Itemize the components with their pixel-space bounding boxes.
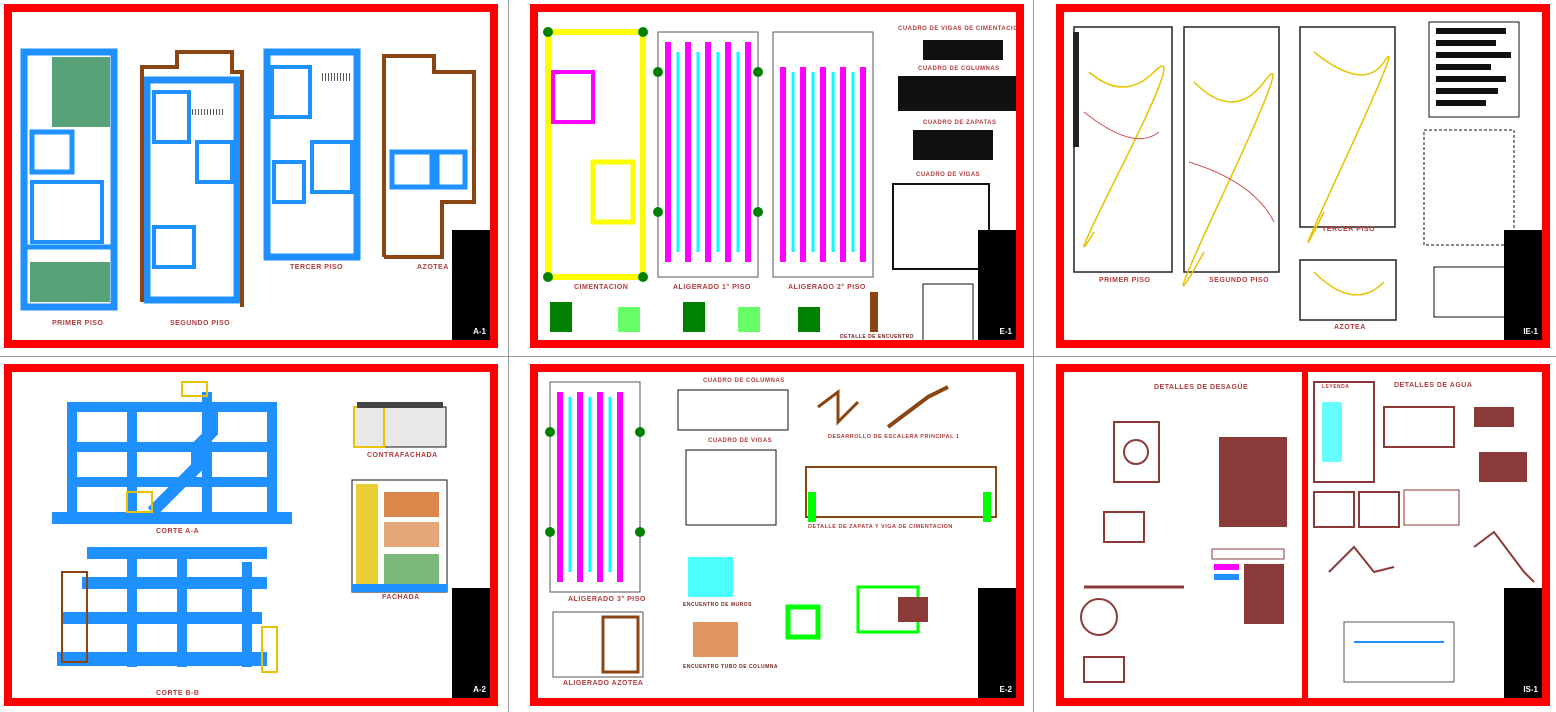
sheet-code: A-2: [473, 685, 486, 694]
sheet-inner-divider: [1302, 372, 1308, 698]
plan-aligerado-azotea: [552, 611, 644, 678]
title-block: A-2: [452, 588, 490, 698]
schedule-tables: [892, 40, 1016, 340]
elec-azotea: [1299, 259, 1397, 321]
title-block: IE-1: [1504, 230, 1542, 340]
desague-notes: [1211, 437, 1287, 624]
title-block: E-2: [978, 588, 1016, 698]
sheet-e1-structure[interactable]: CIMENTACION ALIGERADO 1° PISO ALIGERADO …: [530, 4, 1024, 348]
detail-tables: [677, 389, 789, 526]
foundation-details: [550, 292, 878, 332]
stair-detail: [817, 385, 949, 429]
wall-junction-details: [688, 557, 928, 657]
plan-cimentacion: [543, 27, 648, 282]
sheet-code: IE-1: [1523, 327, 1538, 336]
label-contrafachada: CONTRAFACHADA: [367, 452, 438, 459]
label-encuentro-tubo: ENCUENTRO TUBO DE COLUMNA: [683, 664, 778, 670]
label-leyenda: LEYENDA: [1322, 384, 1350, 390]
sheet-code: E-2: [999, 685, 1012, 694]
sheet-code: A-1: [473, 327, 486, 336]
label-tercer-piso: TERCER PISO: [290, 264, 343, 271]
label-aligerado-azotea: ALIGERADO AZOTEA: [563, 680, 644, 687]
sections-drawing: [52, 381, 448, 673]
footing-beam-detail: [805, 466, 997, 522]
label-cuadro-vigas-cimentacion: CUADRO DE VIGAS DE CIMENTACION: [898, 26, 1024, 32]
electrical-drawing: [1073, 21, 1520, 321]
label-detalles-agua: DETALLES DE AGUA: [1394, 382, 1473, 389]
label-encuentro-muros: ENCUENTRO DE MUROS: [683, 602, 753, 608]
plan-aligerado-2: [772, 31, 874, 278]
label-segundo-piso: SEGUNDO PISO: [170, 320, 231, 327]
agua-legend: [1313, 381, 1527, 483]
title-block: IS-1: [1504, 588, 1542, 698]
sheet-a1-floor-plans[interactable]: PRIMER PISO SEGUNDO PISO TERCER PISO AZO…: [4, 4, 498, 348]
label-cuadro-vigas: CUADRO DE VIGAS: [916, 172, 981, 178]
sheet-code: E-1: [999, 327, 1012, 336]
title-block: A-1: [452, 230, 490, 340]
corte-a-a: [52, 381, 292, 524]
label-aligerado-1: ALIGERADO 1° PISO: [673, 284, 751, 291]
sheet-a2-sections[interactable]: CORTE A-A CORTE B-B CONTRAFACHADA FACHAD…: [4, 364, 498, 706]
label-segundo-piso: SEGUNDO PISO: [1209, 277, 1270, 284]
label-azotea: AZOTEA: [1334, 324, 1366, 331]
elec-tercer-piso: [1299, 26, 1396, 244]
label-cuadro-columnas: CUADRO DE COLUMNAS: [918, 66, 1000, 72]
label-cuadro-vigas: CUADRO DE VIGAS: [708, 438, 773, 444]
plan-aligerado-3: [545, 381, 645, 593]
label-detalle-encuentro: DETALLE DE ENCUENTRO: [840, 334, 915, 340]
label-corte-a-a: CORTE A-A: [156, 528, 200, 535]
plan-segundo-piso: [140, 50, 244, 307]
viewer-divider-horizontal: [0, 356, 1556, 357]
sheet-code: IS-1: [1523, 685, 1538, 694]
label-detalle-zapata: DETALLE DE ZAPATA Y VIGA DE CIMENTACION: [808, 524, 953, 530]
label-aligerado-2: ALIGERADO 2° PISO: [788, 284, 866, 291]
sheet-is1-sanitary[interactable]: DETALLES DE DESAGÜE DETALLES DE AGUA LEY…: [1056, 364, 1550, 706]
sheet-e2-structure-details[interactable]: CUADRO DE COLUMNAS CUADRO DE VIGAS DESAR…: [530, 364, 1024, 706]
floor-plans-drawing: [20, 48, 476, 311]
sheet-ie1-electrical[interactable]: PRIMER PISO SEGUNDO PISO TERCER PISO AZO…: [1056, 4, 1550, 348]
plan-azotea: [382, 54, 476, 259]
title-block: E-1: [978, 230, 1016, 340]
label-detalles-desague: DETALLES DE DESAGÜE: [1154, 384, 1249, 391]
structure-details-drawing: [545, 381, 997, 678]
agua-details: [1313, 489, 1535, 683]
plan-tercer-piso: [263, 48, 361, 261]
label-azotea: AZOTEA: [417, 264, 449, 271]
sanitary-drawing: [1080, 381, 1535, 683]
label-tercer-piso: TERCER PISO: [1322, 226, 1375, 233]
label-primer-piso: PRIMER PISO: [1099, 277, 1151, 284]
elec-primer-piso: [1073, 26, 1173, 273]
elec-segundo-piso: [1182, 26, 1280, 287]
corte-b-b: [57, 547, 278, 673]
label-aligerado-3: ALIGERADO 3° PISO: [568, 596, 646, 603]
label-primer-piso: PRIMER PISO: [52, 320, 104, 327]
plan-aligerado-1: [653, 31, 763, 278]
fachada-elevation: [351, 479, 448, 593]
plan-primer-piso: [20, 48, 118, 311]
label-fachada: FACHADA: [382, 594, 420, 601]
structure-drawing: [543, 27, 1016, 340]
contrafachada-elevation: [353, 402, 447, 448]
label-desarrollo-escalera: DESARROLLO DE ESCALERA PRINCIPAL 1: [828, 434, 960, 440]
label-cimentacion: CIMENTACION: [574, 284, 629, 291]
desague-details: [1080, 421, 1184, 683]
label-cuadro-columnas: CUADRO DE COLUMNAS: [703, 378, 785, 384]
label-corte-b-b: CORTE B-B: [156, 690, 200, 697]
label-cuadro-zapatas: CUADRO DE ZAPATAS: [923, 120, 997, 126]
